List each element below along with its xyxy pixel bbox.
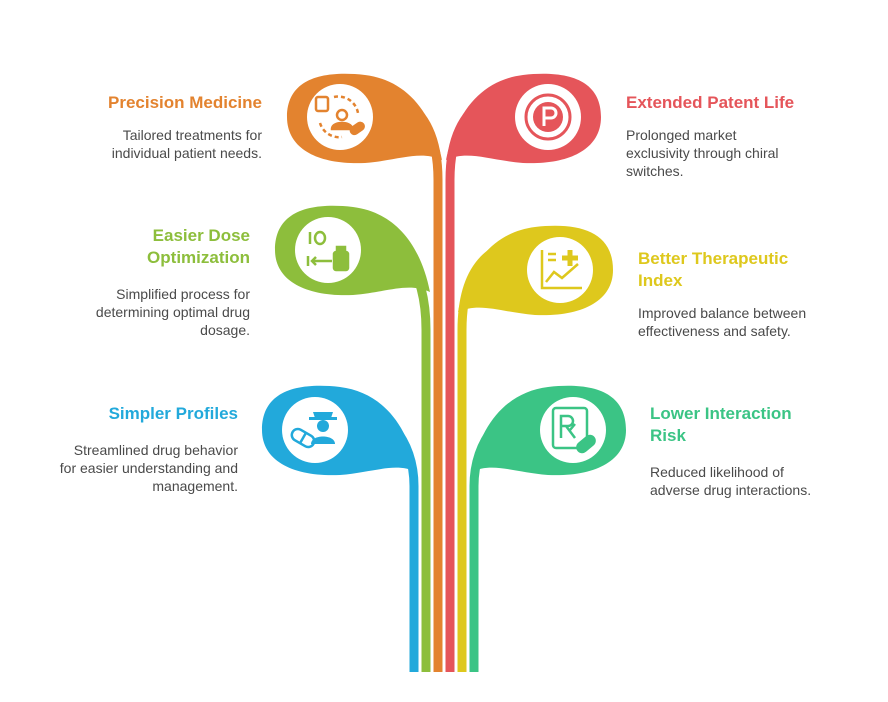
item-title: Simpler Profiles — [108, 404, 238, 423]
item-desc: Streamlined drug behavior for easier und… — [59, 442, 238, 494]
item-desc: Tailored treatments for individual patie… — [111, 127, 262, 161]
leaf-orange — [287, 73, 442, 164]
item-easier-dose-optimization: Easier Dose Optimization Simplified proc… — [50, 225, 250, 339]
item-title: Lower Interaction Risk — [650, 404, 792, 445]
item-better-therapeutic-index: Better Therapeutic Index Improved balanc… — [638, 248, 838, 340]
doctor-patient-icon — [314, 95, 365, 139]
item-desc: Reduced likelihood of adverse drug inter… — [650, 464, 812, 498]
chart-plus-icon — [540, 250, 582, 290]
item-lower-interaction-risk: Lower Interaction Risk Reduced likelihoo… — [650, 403, 850, 499]
agent-pill-icon — [290, 412, 337, 449]
item-title: Precision Medicine — [108, 93, 262, 112]
item-simpler-profiles: Simpler Profiles Streamlined drug behavi… — [38, 403, 238, 495]
leaf-blue — [262, 385, 417, 476]
item-extended-patent-life: Extended Patent Life Prolonged market ex… — [626, 92, 846, 180]
item-title: Better Therapeutic Index — [638, 249, 789, 290]
item-desc: Prolonged market exclusivity through chi… — [626, 127, 779, 179]
item-title: Easier Dose Optimization — [147, 226, 250, 267]
leaf-green — [471, 385, 626, 476]
dosage-icon — [306, 230, 350, 272]
stems — [344, 85, 544, 672]
leaf-red — [446, 73, 601, 164]
patent-icon — [524, 93, 572, 141]
item-title: Extended Patent Life — [626, 93, 795, 112]
item-precision-medicine: Precision Medicine Tailored treatments f… — [42, 92, 262, 162]
item-desc: Simplified process for determining optim… — [95, 286, 250, 338]
leaf-lime — [275, 205, 430, 296]
item-desc: Improved balance between effectiveness a… — [638, 305, 807, 339]
prescription-icon — [551, 406, 596, 454]
leaf-yellow — [458, 225, 613, 316]
